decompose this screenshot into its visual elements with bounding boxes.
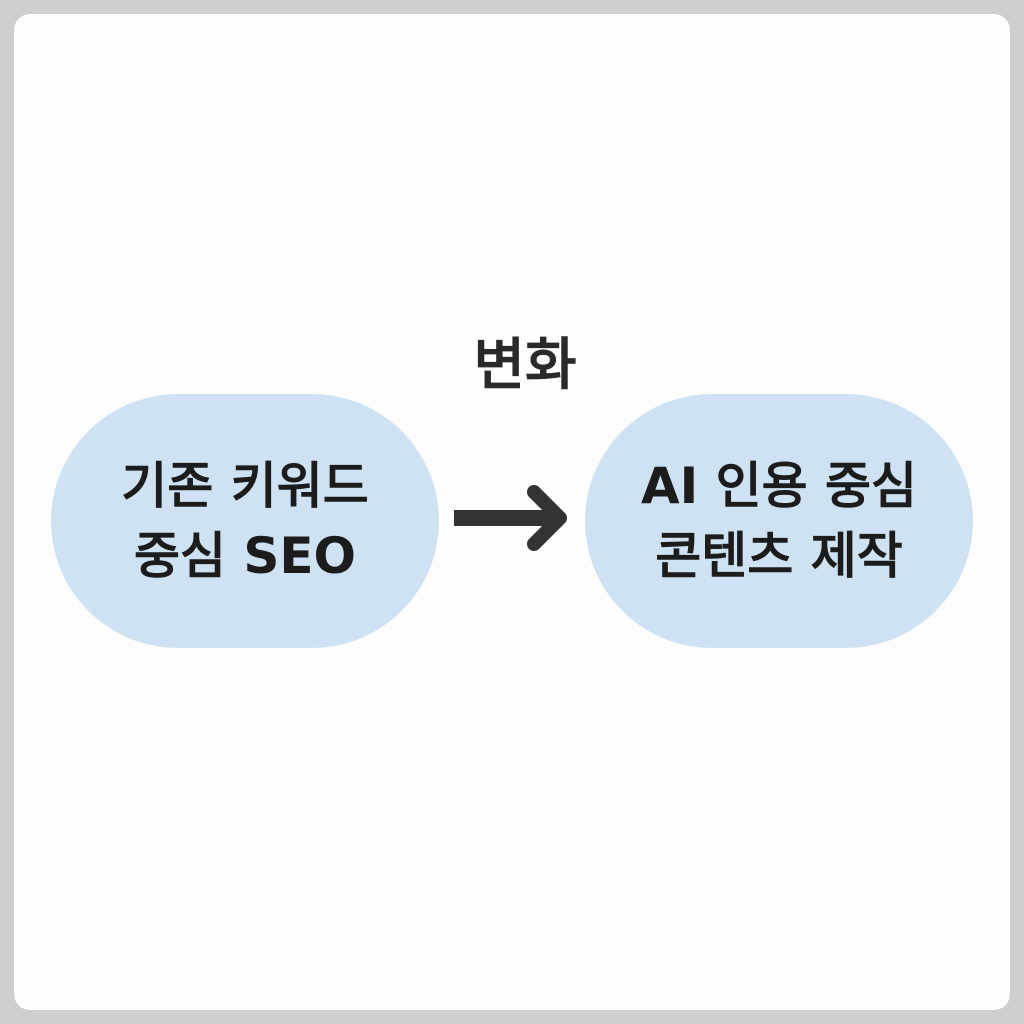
right-arrow-icon [454,485,567,551]
diagram-title: 변화 [473,333,577,398]
to-node-line-1: AI 인용 중심 [640,457,918,515]
from-node: 기존 키워드 중심 SEO [51,394,439,648]
diagram-canvas: 변화 기존 키워드 중심 SEO AI 인용 중심 콘텐츠 제작 [14,14,1010,1010]
to-node: AI 인용 중심 콘텐츠 제작 [585,394,973,648]
from-node-line-1: 기존 키워드 [121,457,369,515]
to-node-line-2: 콘텐츠 제작 [655,527,903,585]
from-node-line-2: 중심 SEO [133,527,357,585]
